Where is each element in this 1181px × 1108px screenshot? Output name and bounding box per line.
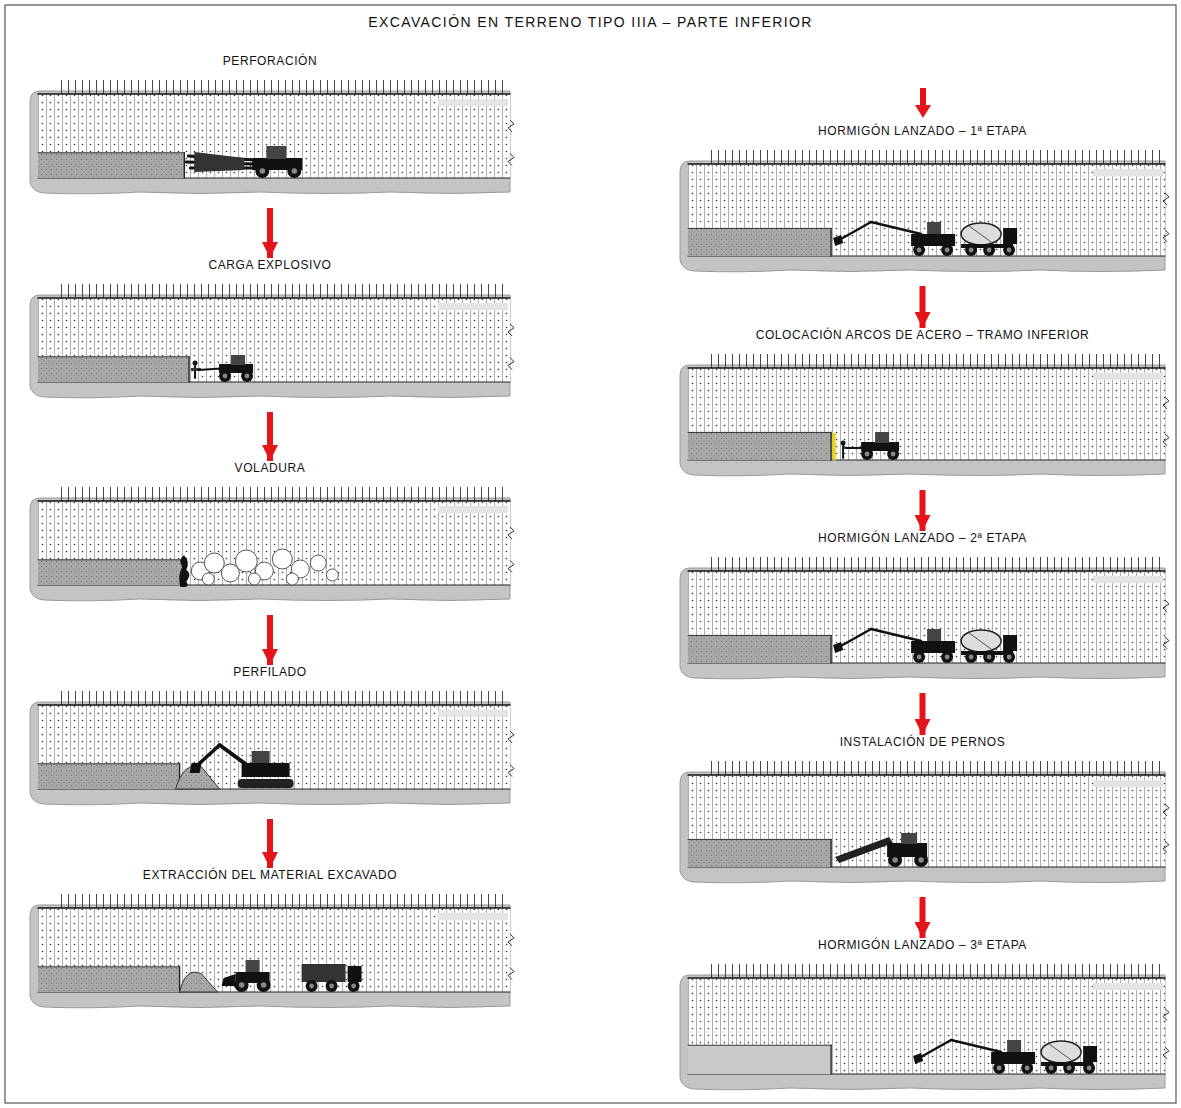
tunnel-section bbox=[680, 352, 1175, 478]
step-panel: HORMIGÓN LANZADO – 1ª ETAPA bbox=[680, 124, 1165, 286]
flow-arrow bbox=[267, 208, 273, 258]
flow-arrow bbox=[915, 88, 931, 118]
step-panel: HORMIGÓN LANZADO – 3ª ETAPA bbox=[680, 938, 1165, 1104]
section-drawing bbox=[30, 691, 514, 805]
equipment-icon bbox=[834, 432, 899, 460]
step-heading: HORMIGÓN LANZADO – 2ª ETAPA bbox=[680, 531, 1165, 545]
equipment-icon bbox=[913, 1040, 1097, 1074]
tunnel-section bbox=[30, 892, 520, 1010]
step-panel: CARGA EXPLOSIVO bbox=[30, 258, 510, 412]
tunnel-section bbox=[30, 282, 520, 400]
equipment-icon bbox=[186, 146, 302, 178]
step-heading: HORMIGÓN LANZADO – 3ª ETAPA bbox=[680, 938, 1165, 952]
section-drawing bbox=[30, 284, 514, 398]
equipment-icon bbox=[833, 629, 1017, 663]
flow-arrow bbox=[920, 286, 926, 328]
step-heading: COLOCACIÓN ARCOS DE ACERO – TRAMO INFERI… bbox=[680, 328, 1165, 342]
step-heading: HORMIGÓN LANZADO – 1ª ETAPA bbox=[680, 124, 1165, 138]
flow-arrow bbox=[920, 693, 926, 735]
equipment-icon bbox=[833, 222, 1017, 256]
section-drawing bbox=[680, 761, 1169, 883]
section-drawing bbox=[680, 557, 1169, 679]
section-drawing bbox=[30, 487, 514, 601]
step-heading: CARGA EXPLOSIVO bbox=[30, 258, 510, 272]
step-heading: EXTRACCIÓN DEL MATERIAL EXCAVADO bbox=[30, 868, 510, 882]
equipment-icon bbox=[180, 960, 362, 992]
flow-arrow bbox=[267, 819, 273, 868]
tunnel-section bbox=[680, 759, 1175, 885]
flow-arrow bbox=[920, 897, 926, 938]
page-frame bbox=[5, 5, 1176, 1103]
step-heading: PERFILADO bbox=[30, 665, 510, 679]
step-heading: PERFORACIÓN bbox=[30, 54, 510, 68]
step-heading: INSTALACIÓN DE PERNOS bbox=[680, 735, 1165, 749]
title-box: EXCAVACIÓN EN TERRENO TIPO IIIA – PARTE … bbox=[0, 14, 1181, 30]
flow-arrow bbox=[267, 615, 273, 665]
section-drawing bbox=[30, 80, 514, 194]
tunnel-section bbox=[30, 78, 520, 196]
equipment-icon bbox=[191, 355, 253, 382]
step-panel: INSTALACIÓN DE PERNOS bbox=[680, 735, 1165, 897]
section-drawing bbox=[680, 354, 1169, 476]
step-panel: COLOCACIÓN ARCOS DE ACERO – TRAMO INFERI… bbox=[680, 328, 1165, 490]
section-drawing bbox=[680, 964, 1169, 1090]
tunnel-section bbox=[680, 555, 1175, 681]
step-panel: VOLADURA bbox=[30, 461, 510, 615]
tunnel-section bbox=[680, 148, 1175, 274]
step-panel: HORMIGÓN LANZADO – 2ª ETAPA bbox=[680, 531, 1165, 693]
step-heading: VOLADURA bbox=[30, 461, 510, 475]
flow-arrow bbox=[267, 412, 273, 461]
flow-arrow bbox=[920, 490, 926, 531]
section-drawing bbox=[30, 894, 514, 1008]
section-drawing bbox=[680, 150, 1169, 272]
step-panel: PERFORACIÓN bbox=[30, 54, 510, 208]
equipment-icon bbox=[835, 833, 928, 867]
diagram-title: EXCAVACIÓN EN TERRENO TIPO IIIA – PARTE … bbox=[368, 14, 813, 30]
tunnel-section bbox=[30, 689, 520, 807]
equipment-icon bbox=[179, 549, 338, 587]
tunnel-section bbox=[680, 962, 1175, 1092]
step-panel: PERFILADO bbox=[30, 665, 510, 819]
equipment-icon bbox=[176, 745, 294, 789]
step-panel: EXTRACCIÓN DEL MATERIAL EXCAVADO bbox=[30, 868, 510, 1022]
tunnel-section bbox=[30, 485, 520, 603]
